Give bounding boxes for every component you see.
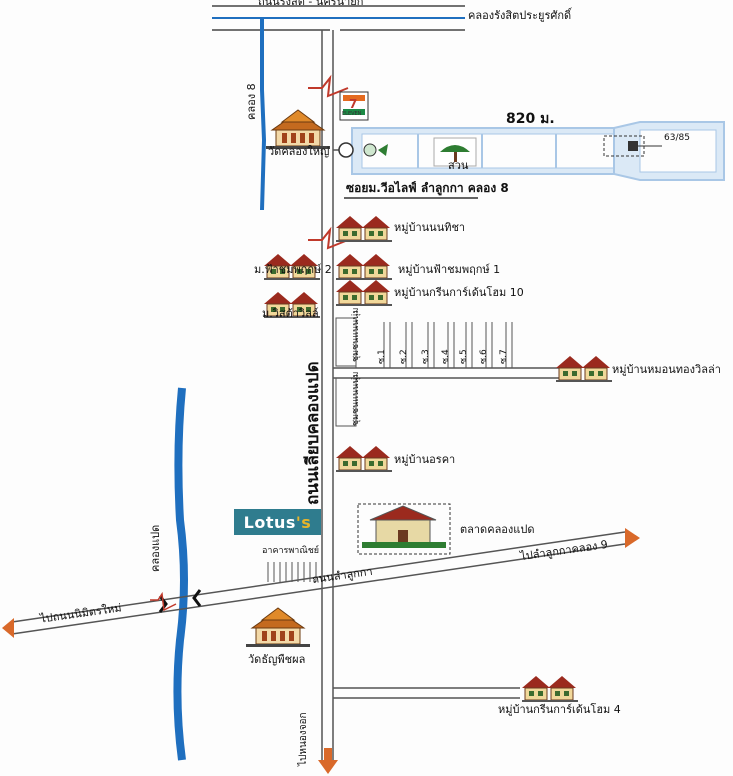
alley-5-label: ซ.5 (459, 349, 469, 364)
alley-3-label: ซ.3 (421, 349, 431, 364)
seven-eleven-text: ELEVEN (342, 111, 362, 117)
houses-icon (336, 280, 392, 306)
lotus-logo: Lotus's (234, 509, 321, 535)
village-greengarden4-label: หมู่บ้านกรีนการ์เด้นโฮม 4 (498, 703, 621, 716)
wat-thanyaphutphon-label: วัดธัญพืชผล (248, 653, 306, 666)
main-road-label: ถนนเลียบคลองแปด (303, 361, 323, 505)
village-montong-label: หมู่บ้านหมอนทองวิลล่า (612, 363, 721, 376)
village-vistaville-label: ม.วิสต้าวิลล์ (262, 307, 319, 320)
lotus-brand-text: Lotus (243, 512, 296, 532)
wat-khlong-yai-label: วัดคลองใหญ่ (268, 145, 330, 158)
temple-icon (245, 607, 311, 648)
village-greengarden10-label: หมู่บ้านกรีนการ์เด้นโฮม 10 (394, 286, 524, 299)
houses-icon (556, 356, 612, 382)
alley-2-label: ซ.2 (399, 349, 409, 364)
alley-4-label: ซ.4 (441, 349, 451, 364)
canal-8-label: คลอง 8 (245, 83, 258, 120)
canal-top-label: คลองรังสิตประยูรศักดิ์ (468, 9, 572, 22)
village-fachomphruek1-label: หมู่บ้านฟ้าชมพฤกษ์ 1 (398, 263, 501, 276)
temple-icon (265, 109, 331, 150)
to-nongchok-label: ไปหนองจอก (298, 712, 309, 766)
village-fachomphruek2-label: ม.ฟ้าชมพฤกษ์ 2 (254, 263, 332, 276)
houses-icon (336, 216, 392, 242)
market-label: ตลาดคลองแปด (460, 523, 535, 536)
alley-group-label-bottom: ชุมชนแนนนุ่ม (351, 371, 361, 427)
alley-7-label: ซ.7 (499, 349, 509, 364)
village-nonthicha-label: หมู่บ้านนนทิชา (394, 221, 466, 234)
lotus-mark: 's (295, 512, 312, 532)
top-road-label: ถนนรังสิต - นครนายก (258, 0, 364, 8)
houses-icon (336, 446, 392, 472)
destination-number: 63/85 (664, 133, 690, 143)
houses-icon (522, 676, 578, 702)
alley-1-label: ซ.1 (377, 349, 387, 364)
distance-label: 820 ม. (506, 111, 555, 127)
seven-eleven-number: 7 (349, 97, 358, 111)
houses-icon (336, 254, 392, 280)
commercial-label: อาคารพาณิชย์ (262, 546, 320, 556)
canal-paet-label: คลองแปด (149, 524, 162, 572)
alley-6-label: ซ.6 (479, 349, 489, 364)
alley-group-label-top: ชุมชนแนนนุ่ม (351, 307, 361, 363)
garden-label: สวน (448, 159, 469, 172)
soi-road-label: ซอยม.วีอไลฟ์ ลำลูกกา คลอง 8 (346, 181, 509, 195)
village-orka-label: หมู่บ้านอรคา (394, 453, 456, 466)
